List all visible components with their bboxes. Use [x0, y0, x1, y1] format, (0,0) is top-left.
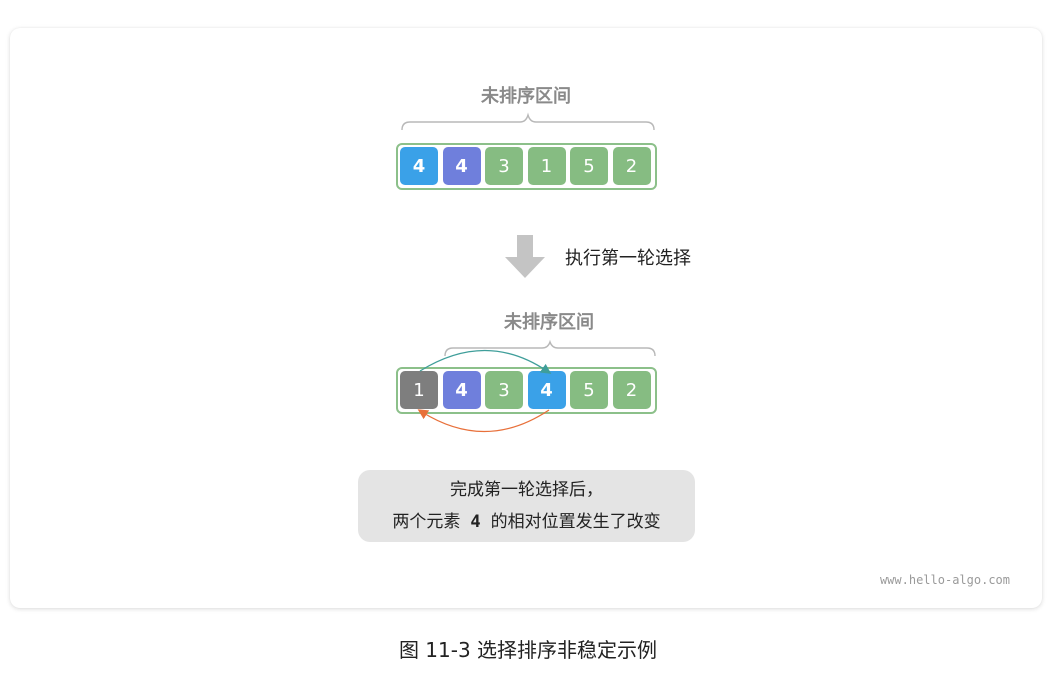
bottom-cell-2: 3: [485, 371, 523, 409]
note-line-1: 完成第一轮选择后，: [450, 480, 603, 500]
top-region-brace: [401, 112, 655, 131]
top-cell-3: 1: [527, 147, 566, 185]
note-highlight: 4: [470, 512, 481, 532]
figure-caption: 图 11-3 选择排序非稳定示例: [398, 638, 658, 662]
top-cell-5: 2: [612, 147, 651, 185]
bottom-cell-0: 1: [400, 371, 438, 409]
top-region-label: 未排序区间: [481, 86, 571, 107]
top-cell-2: 3: [485, 147, 523, 185]
bottom-cell-5: 2: [612, 371, 651, 409]
bottom-cell-4: 5: [570, 371, 608, 409]
note-line-2: 两个元素 4 的相对位置发生了改变: [392, 506, 660, 538]
top-cell-0: 4: [400, 147, 438, 185]
bottom-region-brace: [444, 339, 656, 357]
step-label: 执行第一轮选择: [565, 248, 691, 269]
note-line-2-after: 的相对位置发生了改变: [490, 512, 661, 532]
down-arrow-icon: [505, 235, 545, 278]
bottom-region-label: 未排序区间: [504, 312, 594, 333]
top-cell-1: 4: [442, 147, 481, 185]
note-box: 完成第一轮选择后， 两个元素 4 的相对位置发生了改变: [358, 470, 695, 542]
bottom-cell-1: 4: [442, 371, 481, 409]
watermark: www.hello-algo.com: [879, 573, 1010, 587]
note-line-2-before: 两个元素: [392, 512, 461, 532]
top-cell-4: 5: [570, 147, 608, 185]
bottom-cell-3: 4: [527, 371, 566, 409]
